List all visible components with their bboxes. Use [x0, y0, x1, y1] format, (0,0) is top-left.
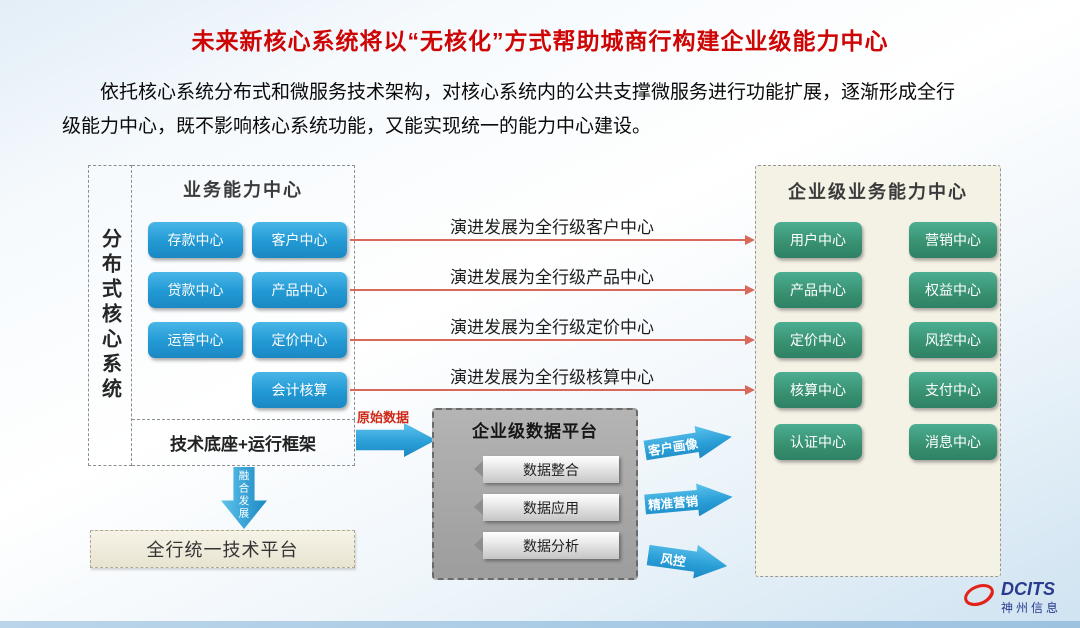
dcits-swoosh-icon	[962, 580, 996, 615]
evolution-label-accounting: 演进发展为全行级核算中心	[450, 368, 654, 387]
enterprise-pricing-center-button: 定价中心	[774, 322, 862, 358]
evolution-label-product: 演进发展为全行级产品中心	[450, 268, 654, 287]
evolution-arrow-customer-icon	[350, 234, 755, 245]
evolution-arrow-pricing-icon	[350, 334, 755, 345]
unified-platform-box: 全行统一技术平台	[90, 530, 355, 568]
evolution-label-customer: 演进发展为全行级客户中心	[450, 218, 654, 237]
evolution-arrow-product-icon	[350, 284, 755, 295]
logo-brand-text: DCITS	[1001, 579, 1055, 599]
dcits-logo: DCITS 神州信息	[962, 580, 1061, 616]
user-center-button: 用户中心	[774, 222, 862, 258]
rights-center-button: 权益中心	[909, 272, 997, 308]
precision-marketing-label: 精准营销	[647, 494, 699, 513]
payment-center-button: 支付中心	[909, 372, 997, 408]
customer-profile-arrow: 客户画像	[642, 420, 734, 466]
logo-company-text: 神州信息	[1001, 600, 1062, 615]
deposit-center-button: 存款中心	[148, 222, 243, 258]
data-analysis-ribbon: 数据分析	[474, 532, 619, 559]
accounting-button: 会计核算	[252, 372, 347, 408]
fusion-arrow-label: 融合发展	[237, 470, 250, 520]
data-application-ribbon: 数据应用	[474, 494, 619, 521]
fusion-down-arrow-icon: 融合发展	[221, 467, 267, 529]
pricing-center-button: 定价中心	[252, 322, 347, 358]
distributed-core-strip: 分布式核心系统	[88, 165, 132, 466]
enterprise-capability-title: 企业级业务能力中心	[788, 182, 968, 202]
business-capability-box: 业务能力中心	[132, 165, 355, 420]
risk-control-arrow: 风控	[646, 538, 730, 583]
bottom-accent-strip	[0, 621, 1080, 628]
operations-center-button: 运营中心	[148, 322, 243, 358]
product-center-button: 产品中心	[252, 272, 347, 308]
precision-marketing-arrow: 精准营销	[644, 480, 735, 521]
evolution-arrow-accounting-icon	[350, 384, 755, 395]
auth-center-button: 认证中心	[774, 424, 862, 460]
message-center-button: 消息中心	[909, 424, 997, 460]
intro-text: 依托核心系统分布式和微服务技术架构，对核心系统内的公共支撑微服务进行功能扩展，逐…	[62, 82, 956, 138]
tech-base-box: 技术底座+运行框架	[132, 420, 355, 466]
raw-data-arrow-icon	[356, 423, 436, 457]
loan-center-button: 贷款中心	[148, 272, 243, 308]
customer-profile-label: 客户画像	[647, 436, 699, 459]
data-platform-title: 企业级数据平台	[472, 422, 598, 441]
business-capability-title: 业务能力中心	[183, 180, 303, 200]
marketing-center-button: 营销中心	[909, 222, 997, 258]
distributed-core-label: 分布式核心系统	[98, 228, 121, 403]
accounting-center-button: 核算中心	[774, 372, 862, 408]
customer-center-button: 客户中心	[252, 222, 347, 258]
risk-control-label: 风控	[659, 551, 687, 569]
data-integration-ribbon: 数据整合	[474, 456, 619, 483]
page-title: 未来新核心系统将以“无核化”方式帮助城商行构建企业级能力中心	[191, 28, 889, 54]
raw-data-label: 原始数据	[357, 410, 410, 425]
enterprise-product-center-button: 产品中心	[774, 272, 862, 308]
risk-control-center-button: 风控中心	[909, 322, 997, 358]
evolution-label-pricing: 演进发展为全行级定价中心	[450, 318, 654, 337]
